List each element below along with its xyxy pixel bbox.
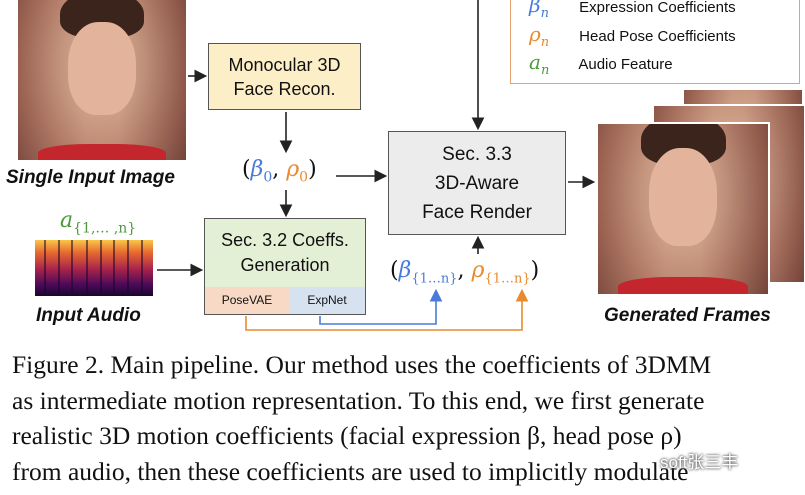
legend-label-headpose: Head Pose Coefficients <box>579 28 736 45</box>
audio-feature-symbol: a{1,… ,n} <box>60 208 137 237</box>
posevae-box: PoseVAE <box>205 287 289 314</box>
caption-line-2: as intermediate motion representation. T… <box>12 386 705 415</box>
single-input-image <box>18 0 186 160</box>
generated-frames-label: Generated Frames <box>604 305 771 326</box>
legend-label-expression: Expression Coefficients <box>579 0 736 16</box>
sequence-coefficients: (β{1…n}, ρ{1…n}) <box>390 258 540 287</box>
face-recon-line2: Face Recon. <box>233 78 336 99</box>
legend-symbol-a: an <box>529 50 550 78</box>
legend-symbol-beta: βn <box>529 0 549 21</box>
legend-item-audio: an Audio Feature <box>529 50 673 78</box>
legend-symbol-rho: ρn <box>529 22 550 50</box>
audio-spectrogram <box>35 240 153 296</box>
face-recon-line1: Monocular 3D <box>228 54 341 75</box>
legend-item-expression: βn Expression Coefficients <box>529 0 736 21</box>
input-audio-label: Input Audio <box>36 305 141 326</box>
diagram-arrows <box>157 0 596 331</box>
arrow-posevae-to-rho <box>245 288 529 331</box>
caption-line-4: from audio, then these coefficients are … <box>12 457 689 486</box>
legend-item-headpose: ρn Head Pose Coefficients <box>529 22 736 50</box>
arrow-expnet-to-beta <box>319 288 443 325</box>
face-recon-box: Monocular 3D Face Recon. <box>208 43 361 110</box>
initial-coefficients: (β0, ρ0) <box>242 157 317 186</box>
face-render-line2: 3D-Aware <box>434 172 520 194</box>
caption-line-3: realistic 3D motion coefficients (facial… <box>12 421 682 450</box>
coeff-line1: Sec. 3.2 Coeffs. <box>221 230 349 250</box>
coeff-line2: Generation <box>240 255 330 275</box>
expnet-box: ExpNet <box>289 287 365 314</box>
face-render-line1: Sec. 3.3 <box>442 143 512 165</box>
generated-frame-front <box>596 122 770 296</box>
coeff-generation-box: Sec. 3.2 Coeffs. Generation PoseVAE ExpN… <box>204 218 366 315</box>
watermark: soft张三丰 <box>660 453 739 472</box>
face-render-box: Sec. 3.3 3D-Aware Face Render <box>388 131 566 235</box>
legend: βn Expression Coefficients ρn Head Pose … <box>510 0 800 84</box>
caption-line-1: Figure 2. Main pipeline. Our method uses… <box>12 350 712 379</box>
face-render-line3: Face Render <box>422 201 532 223</box>
legend-label-audio: Audio Feature <box>578 56 673 73</box>
single-input-image-label: Single Input Image <box>6 167 175 188</box>
